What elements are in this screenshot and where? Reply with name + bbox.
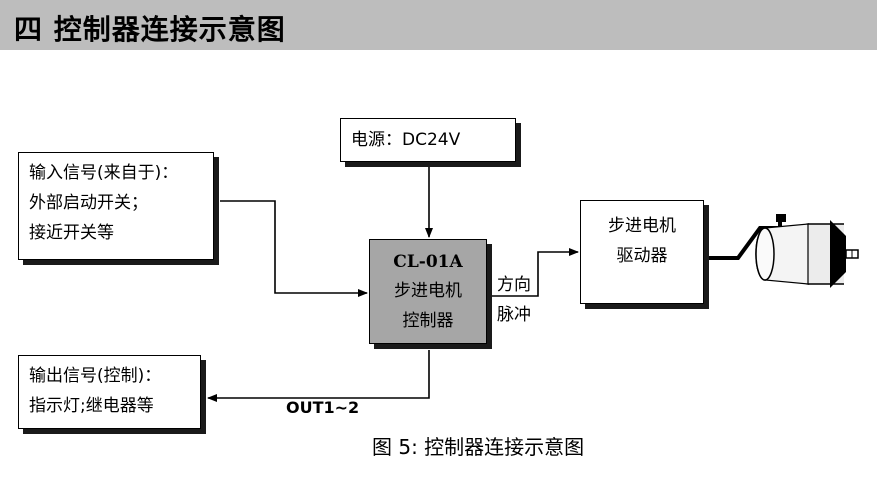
controller-line-2: 控制器: [402, 311, 454, 331]
controller-box: CL-01A 步进电机 控制器: [369, 239, 487, 344]
driver-line-1: 步进电机: [608, 216, 676, 236]
output-line-1: 输出信号(控制)：: [29, 366, 162, 386]
motor-cable: [709, 220, 782, 260]
output-signal-box: 输出信号(控制)： 指示灯;继电器等: [18, 355, 201, 429]
controller-line-1: 步进电机: [394, 281, 462, 301]
signal-wire: [490, 248, 579, 297]
output-channel-label: OUT1~2: [286, 398, 360, 417]
section-title: 四 控制器连接示意图: [14, 13, 286, 46]
direction-label: 方向: [497, 275, 531, 295]
input-line-1: 输入信号(来自于)：: [29, 163, 179, 183]
driver-line-2: 驱动器: [616, 246, 668, 266]
power-label: 电源：DC24V: [351, 130, 461, 150]
input-line-2: 外部启动开关；: [29, 193, 148, 213]
input-line-3: 接近开关等: [29, 223, 114, 243]
output-wire: [207, 350, 430, 402]
section-header: 四 控制器连接示意图: [0, 0, 877, 50]
stepper-motor-icon: [755, 214, 859, 288]
output-line-2: 指示灯;继电器等: [29, 396, 154, 416]
driver-box: 步进电机 驱动器: [580, 200, 704, 304]
pulse-label: 脉冲: [497, 305, 531, 325]
power-supply-box: 电源：DC24V: [340, 118, 516, 162]
input-wire: [220, 200, 368, 297]
controller-model: CL-01A: [393, 252, 463, 272]
figure-caption: 图 5: 控制器连接示意图: [372, 435, 585, 459]
input-signal-box: 输入信号(来自于)： 外部启动开关； 接近开关等: [18, 152, 214, 260]
